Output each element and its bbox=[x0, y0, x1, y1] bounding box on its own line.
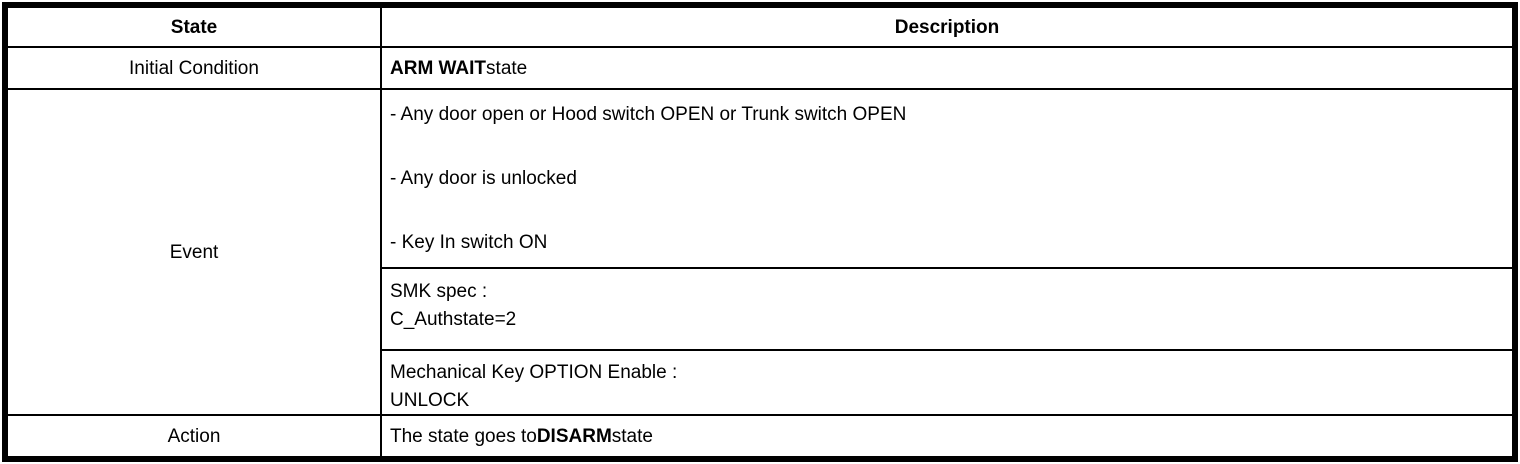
event-bullet-1: - Any door open or Hood switch OPEN or T… bbox=[390, 104, 907, 125]
action-value-suffix: state bbox=[611, 425, 653, 447]
initial-condition-value-rest: state bbox=[486, 57, 528, 79]
event-bullets-cell: - Any door open or Hood switch OPEN or T… bbox=[380, 88, 1512, 267]
action-value-bold: DISARM bbox=[536, 425, 612, 447]
header-state: State bbox=[170, 16, 218, 38]
event-bullet-2: - Any door is unlocked bbox=[390, 168, 577, 189]
event-bullet-3: - Key In switch ON bbox=[390, 232, 548, 253]
event-smk-cell: SMK spec : C_Authstate=2 bbox=[380, 267, 1512, 349]
action-label: Action bbox=[8, 414, 380, 456]
header-description: Description bbox=[380, 8, 1512, 46]
event-mechanical-line1: Mechanical Key OPTION Enable : bbox=[390, 362, 678, 383]
initial-condition-value-bold: ARM WAIT bbox=[390, 57, 487, 79]
event-smk-line1: SMK spec : bbox=[390, 281, 488, 302]
event-mechanical-cell: Mechanical Key OPTION Enable : UNLOCK bbox=[380, 349, 1512, 414]
event-mechanical-line2: UNLOCK bbox=[390, 390, 470, 411]
event-label: Event bbox=[8, 88, 380, 414]
action-value-prefix: The state goes to bbox=[390, 425, 537, 447]
event-smk-line2: C_Authstate=2 bbox=[390, 309, 517, 330]
initial-condition-label: Initial Condition bbox=[8, 46, 380, 88]
